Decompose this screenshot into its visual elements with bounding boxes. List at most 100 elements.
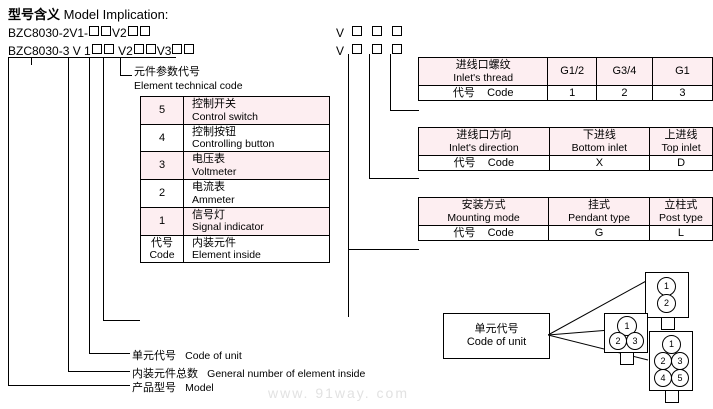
leader-hline-etc [120, 75, 132, 76]
leader-hline-model [8, 385, 130, 386]
mounting-mode-table: 安装方式 Mounting mode 挂式 Pendant type 立柱式 P… [417, 197, 713, 242]
element-name: 信号灯 Signal indicator [183, 206, 330, 236]
mounting-option: 挂式 Pendant type [548, 197, 650, 226]
connector-stub-thread [408, 110, 419, 111]
unit-circle-3: 3 [626, 332, 644, 350]
inlet-thread-table: 进线口螺纹 Inlet's thread G1/2 G3/4 G1 代号 Cod… [417, 57, 713, 102]
thread-code-label-cn: 代号 [452, 86, 475, 99]
element-name-header-cn: 内装元件 [192, 236, 236, 249]
unit-circle-3: 3 [671, 352, 689, 370]
code-placeholder-box [103, 44, 114, 54]
unit-circle-1: 1 [662, 335, 681, 354]
direction-code-label-en: Code [487, 156, 515, 169]
bottom-label-unit-cn: 单元代号 [132, 350, 176, 362]
mounting-option-en: Pendant type [568, 211, 630, 224]
right-code-2-prefix: V [336, 44, 345, 58]
connector-hline-mounting [348, 249, 419, 250]
element-name: 电流表 Ammeter [183, 179, 330, 208]
bottom-label-count-en: General number of element inside [207, 368, 366, 380]
leader-tick-d [120, 57, 121, 65]
table-row: 代号 Code 内装元件 Element inside [140, 234, 330, 264]
leader-line-count [68, 57, 69, 371]
unit-stem [665, 390, 679, 403]
code-of-unit-cn: 单元代号 [474, 322, 519, 335]
connector-stub-mounting [408, 249, 419, 250]
connector-line-thread [390, 54, 391, 110]
mounting-header-cn: 安装方式 [461, 199, 506, 211]
code-placeholder-box [127, 26, 138, 36]
table-row: 进线口方向 Inlet's direction 下进线 Bottom inlet… [418, 127, 713, 156]
table-row: 2 电流表 Ammeter [140, 179, 330, 208]
thread-option: G1 [651, 57, 713, 86]
bottom-label-unit-en: Code of unit [185, 350, 242, 362]
thread-header: 进线口螺纹 Inlet's thread [417, 57, 549, 86]
code-placeholder-box [145, 44, 156, 54]
three-hole-unit-figure: 1 2 3 [604, 313, 648, 365]
element-name: 控制开关 Control switch [183, 96, 330, 125]
unit-circle-2: 2 [654, 352, 672, 370]
direction-option-en: Top inlet [661, 141, 701, 154]
model-code-2-prefix: BZC8030-3 V 1 [8, 44, 91, 58]
mounting-code-label: 代号 Code [417, 224, 550, 242]
right-code-1-prefix: V [336, 26, 345, 40]
connector-hline-thread [390, 110, 419, 111]
direction-code: D [649, 154, 713, 172]
mounting-code: L [648, 224, 713, 242]
element-name-cn: 控制开关 [192, 98, 236, 110]
element-technical-code-label: 元件参数代号 Element technical code [134, 66, 243, 94]
bottom-label-model-cn: 产品型号 [132, 382, 176, 394]
mounting-code-label-en: Code [487, 226, 514, 239]
connector-line-mounting [348, 54, 349, 317]
leader-hline-top [8, 57, 176, 58]
element-name-cn: 控制按钮 [192, 125, 236, 138]
mounting-option-en: Post type [659, 211, 703, 224]
inlet-direction-table: 进线口方向 Inlet's direction 下进线 Bottom inlet… [418, 127, 713, 172]
table-row: 进线口螺纹 Inlet's thread G1/2 G3/4 G1 [417, 57, 713, 86]
bottom-label-model: 产品型号 Model [132, 379, 214, 395]
code-placeholder-box [352, 44, 363, 54]
element-name: 控制按钮 Controlling button [183, 123, 330, 153]
right-code-line-1: V [336, 26, 407, 40]
element-name-header-en: Element inside [192, 249, 261, 262]
connector-hline-direction [369, 178, 419, 179]
unit-circle-5: 5 [671, 369, 689, 387]
direction-code-label-cn: 代号 [453, 156, 476, 169]
direction-option-en: Bottom inlet [571, 141, 628, 154]
thread-code: 3 [651, 84, 713, 102]
element-code: 1 [140, 206, 184, 236]
direction-option: 上进线 Top inlet [649, 127, 713, 156]
table-row: 1 信号灯 Signal indicator [140, 206, 330, 236]
thread-code: 1 [547, 84, 598, 102]
thread-header-cn: 进线口螺纹 [455, 59, 511, 71]
mounting-option-cn: 挂式 [588, 199, 610, 211]
element-code-header: 代号 Code [140, 234, 184, 264]
leader-line-unit [89, 57, 90, 353]
code-placeholder-box [89, 26, 100, 36]
table-row: 安装方式 Mounting mode 挂式 Pendant type 立柱式 P… [417, 197, 713, 226]
bottom-label-count: 内装元件总数 General number of element inside [132, 365, 365, 381]
code-placeholder-box [372, 44, 383, 54]
mounting-code: G [548, 224, 650, 242]
thread-header-en: Inlet's thread [453, 71, 514, 84]
element-inside-table: 5 控制开关 Control switch 4 控制按钮 Controlling… [140, 96, 330, 264]
thread-code-label-en: Code [487, 86, 514, 99]
table-row: 5 控制开关 Control switch [140, 96, 330, 125]
unit-circle-4: 4 [654, 369, 672, 387]
element-name-en: Voltmeter [192, 166, 237, 179]
code-placeholder-box [352, 26, 363, 36]
leader-hline-count [68, 371, 130, 372]
code-placeholder-box [372, 26, 383, 36]
code-placeholder-box [184, 44, 195, 54]
code-of-unit-en: Code of unit [466, 336, 527, 348]
leader-tick-c [103, 57, 104, 65]
code-placeholder-box [392, 26, 403, 36]
table-row: 代号 Code G L [417, 224, 713, 242]
connector-stub-direction [408, 178, 419, 179]
element-name: 电压表 Voltmeter [183, 151, 330, 181]
element-name-cn: 电流表 [192, 181, 225, 194]
leader-tick-a [31, 57, 32, 65]
unit-stem [620, 352, 634, 365]
element-name-en: Ammeter [192, 193, 235, 206]
leader-line-etc [120, 65, 121, 75]
direction-code: X [548, 154, 651, 172]
